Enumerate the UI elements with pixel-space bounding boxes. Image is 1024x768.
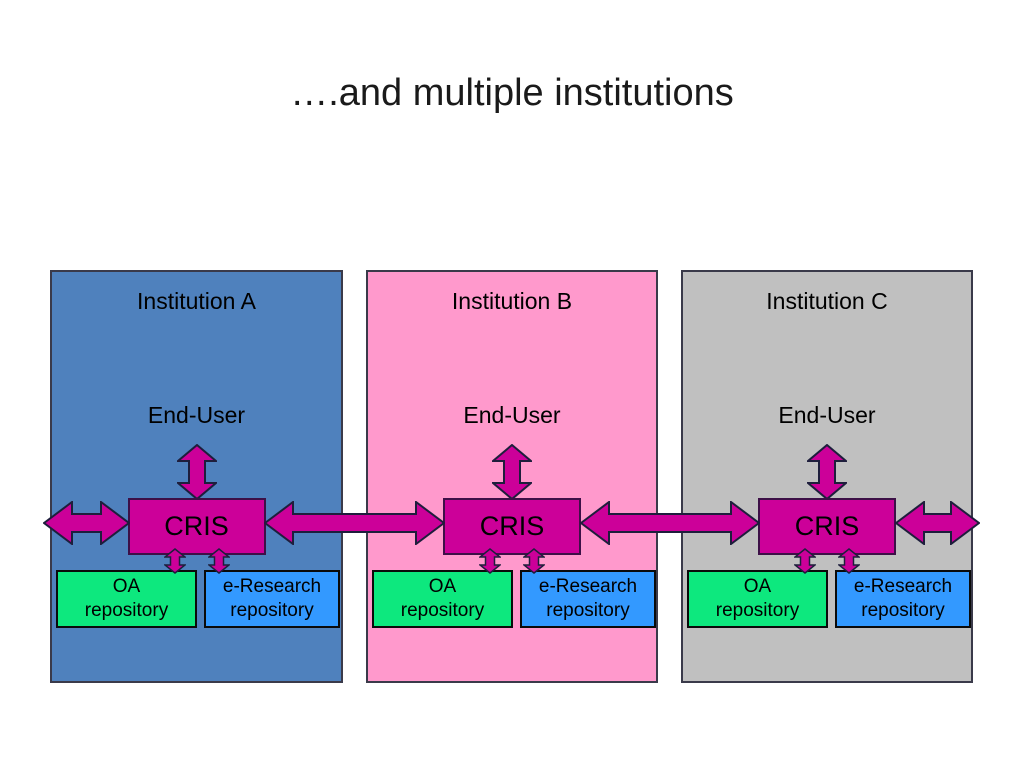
oa-repository-label-c: OA repository	[715, 576, 800, 621]
double-arrow-enduser-cris-a-icon	[176, 444, 217, 500]
cris-box-a: CRIS	[127, 498, 266, 555]
oa-repository-box-b: OA repository	[372, 570, 513, 628]
institution-b-label: Institution B	[451, 288, 573, 314]
end-user-label-c: End-User	[778, 402, 876, 428]
institution-c-panel: Institution C End-User CRIS OA repositor…	[681, 270, 973, 683]
institution-a-panel: Institution A End-User CRIS OA repositor…	[50, 270, 343, 683]
double-arrow-cris-eresearch-a-icon	[207, 548, 230, 574]
end-user-label-a: End-User	[147, 402, 246, 428]
oa-repository-label-a: OA repository	[84, 576, 169, 621]
double-arrow-polygon	[838, 548, 860, 574]
double-arrow-polygon	[492, 444, 532, 500]
cris-box-b: CRIS	[443, 498, 581, 555]
institution-b-panel: Institution B End-User CRIS OA repositor…	[366, 270, 658, 683]
double-arrow-polygon	[523, 548, 545, 574]
institution-c-label: Institution C	[766, 288, 888, 314]
double-arrow-external-right-icon	[895, 501, 980, 545]
end-user-label-b: End-User	[463, 402, 561, 428]
double-arrow-cris-oa-c-icon	[794, 548, 816, 574]
double-arrow-polygon	[807, 444, 847, 500]
oa-repository-label-b: OA repository	[400, 576, 485, 621]
cris-label-b: CRIS	[479, 511, 545, 541]
double-arrow-cris-eresearch-c-icon	[838, 548, 860, 574]
institution-a-label: Institution A	[137, 288, 256, 314]
double-arrow-cris-oa-b-icon	[479, 548, 501, 574]
double-arrow-polygon	[207, 548, 230, 574]
eresearch-repository-label-c: e-Research repository	[853, 576, 953, 621]
cris-label-c: CRIS	[794, 511, 860, 541]
cris-label-a: CRIS	[164, 511, 229, 541]
eresearch-repository-box-c: e-Research repository	[835, 570, 971, 628]
double-arrow-polygon	[794, 548, 816, 574]
oa-repository-box-a: OA repository	[56, 570, 197, 628]
double-arrow-polygon	[176, 444, 217, 500]
eresearch-repository-box-b: e-Research repository	[520, 570, 656, 628]
double-arrow-polygon	[264, 501, 445, 545]
double-arrow-polygon	[479, 548, 501, 574]
eresearch-repository-label-a: e-Research repository	[222, 576, 322, 621]
double-arrow-polygon	[580, 501, 760, 545]
double-arrow-enduser-cris-c-icon	[807, 444, 847, 500]
double-arrow-polygon	[43, 501, 130, 545]
double-arrow-polygon	[163, 548, 186, 574]
double-arrow-cris-b-cris-c-icon	[580, 501, 760, 545]
double-arrow-cris-a-cris-b-icon	[264, 501, 445, 545]
double-arrow-external-left-icon	[43, 501, 130, 545]
double-arrow-cris-oa-a-icon	[163, 548, 186, 574]
eresearch-repository-label-b: e-Research repository	[538, 576, 638, 621]
double-arrow-enduser-cris-b-icon	[492, 444, 532, 500]
cris-box-c: CRIS	[758, 498, 896, 555]
double-arrow-cris-eresearch-b-icon	[523, 548, 545, 574]
eresearch-repository-box-a: e-Research repository	[204, 570, 340, 628]
double-arrow-polygon	[895, 501, 980, 545]
oa-repository-box-c: OA repository	[687, 570, 828, 628]
slide-title: ….and multiple institutions	[290, 72, 734, 114]
